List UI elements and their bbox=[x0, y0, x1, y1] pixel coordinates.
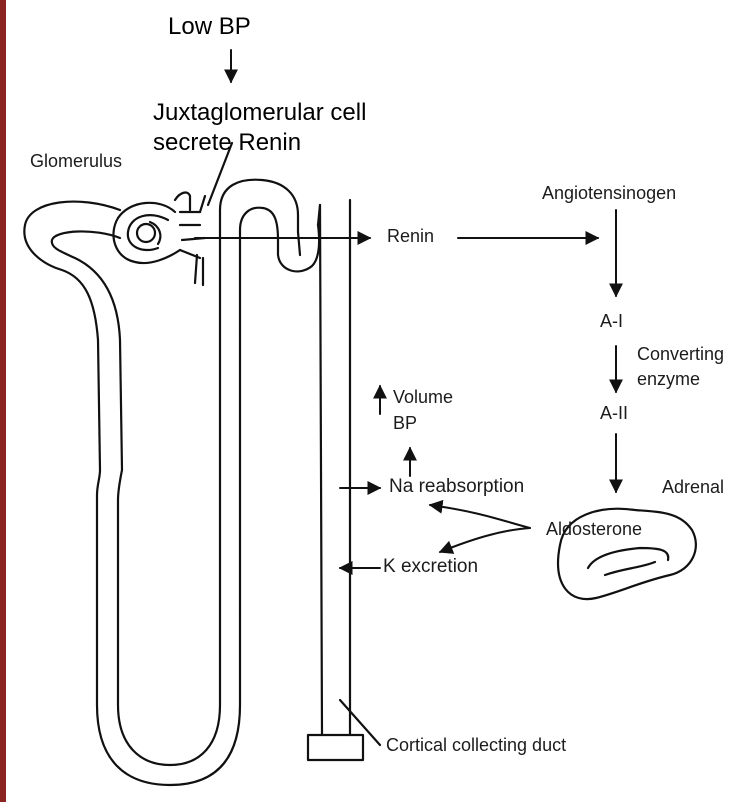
bp-label: BP bbox=[393, 413, 418, 433]
juxta-label-line1: Juxtaglomerular cell bbox=[153, 99, 367, 126]
enzyme-label-line1: Converting bbox=[637, 344, 725, 364]
low-bp-label: Low BP bbox=[168, 13, 251, 40]
collecting-duct-left bbox=[318, 203, 324, 737]
aldosterone-label: Aldosterone bbox=[546, 519, 643, 539]
jg-pointer-line bbox=[206, 141, 234, 207]
distal-tubule-outer bbox=[218, 178, 321, 332]
aldosterone-to-k-arrow bbox=[438, 527, 531, 554]
thin-limb bbox=[218, 328, 242, 612]
duct-label: Cortical collecting duct bbox=[386, 735, 567, 755]
adrenal-label: Adrenal bbox=[662, 477, 725, 497]
volume-label: Volume bbox=[393, 387, 454, 407]
na-reabsorption-label: Na reabsorption bbox=[389, 476, 525, 497]
glomerulus bbox=[112, 191, 207, 287]
angiotensinogen-label: Angiotensinogen bbox=[542, 183, 677, 203]
adrenal-gland bbox=[557, 507, 697, 601]
collecting-duct-base bbox=[306, 733, 365, 762]
distal-tubule-inner bbox=[296, 203, 322, 257]
a1-label: A-I bbox=[600, 311, 624, 331]
juxta-label-line2: secrete Renin bbox=[153, 129, 302, 156]
a2-label: A-II bbox=[600, 403, 629, 423]
k-excretion-label: K excretion bbox=[383, 556, 479, 577]
nephron bbox=[23, 178, 365, 787]
renin-label: Renin bbox=[387, 226, 435, 246]
duct-label-pointer bbox=[338, 698, 382, 747]
proximal-tubule-outer bbox=[23, 200, 242, 787]
proximal-tubule-inner bbox=[50, 230, 222, 767]
aldosterone-to-na-arrow bbox=[428, 499, 531, 529]
enzyme-label-line2: enzyme bbox=[637, 369, 701, 389]
left-edge-bar bbox=[0, 0, 6, 802]
glomerulus-label: Glomerulus bbox=[30, 151, 123, 171]
